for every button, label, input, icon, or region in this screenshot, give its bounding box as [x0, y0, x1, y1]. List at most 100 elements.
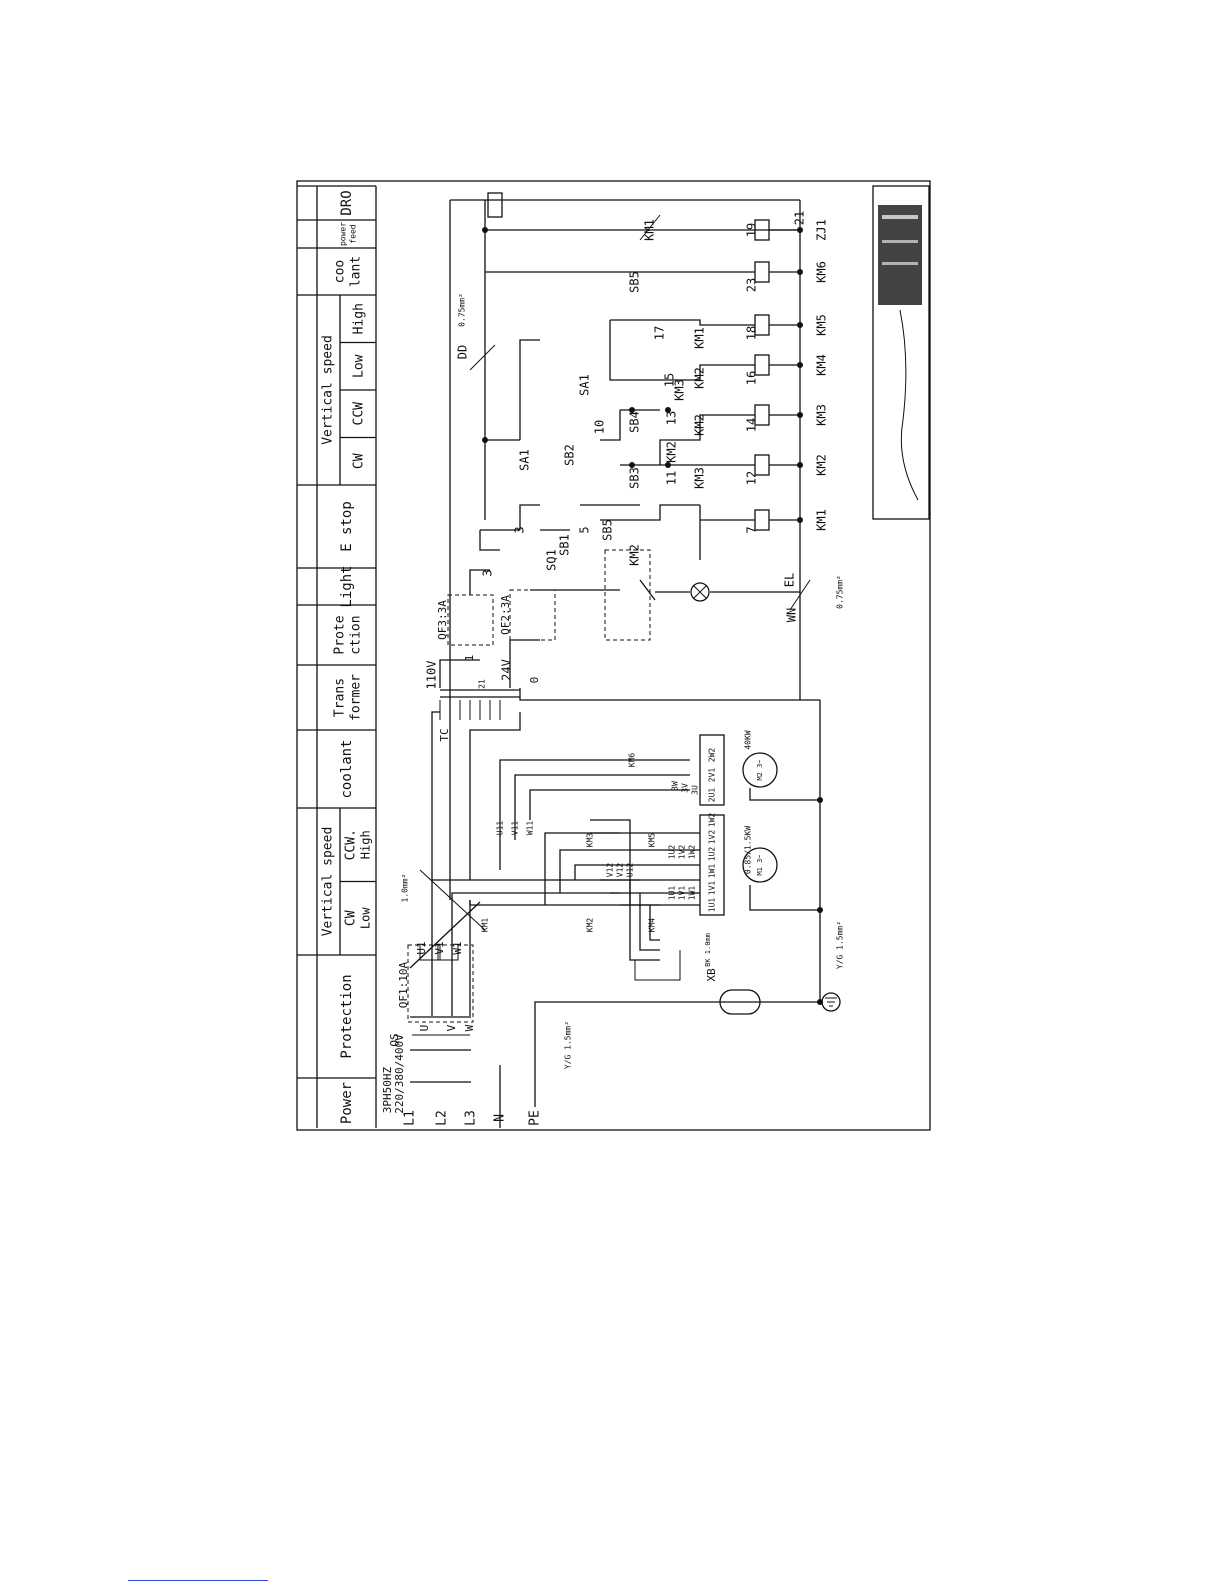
terminal-label: 3W	[671, 781, 680, 791]
control-label: 11	[665, 471, 679, 485]
motor1-contactor-label: KM1	[481, 918, 490, 933]
main-breaker-label: QF1:10A	[397, 961, 410, 1008]
supply-section	[410, 1001, 820, 1128]
coil-label: KM4	[815, 354, 829, 376]
control-label: 18	[745, 326, 759, 340]
thermal-relay-label: BK 1.0mm	[704, 933, 712, 967]
control-label: SB4	[628, 411, 642, 433]
motor1-rating: 0.85/1.5KW	[744, 826, 753, 874]
breaker-output-label: V1	[433, 941, 446, 954]
motor1-contactor-label: KM5	[648, 833, 657, 848]
control-label: 10	[593, 420, 607, 434]
control-label: KM2	[665, 441, 679, 463]
motor2-label: M2 3~	[756, 759, 764, 780]
supply-line-label: L1	[403, 1110, 418, 1126]
control-label: SB3	[628, 467, 642, 489]
control-label: SB1	[558, 534, 572, 556]
header-sub-label: CW	[352, 453, 367, 469]
bus-label: U12	[626, 863, 635, 878]
wire-spec: 1.0mm²	[401, 874, 410, 903]
coil-label: KM2	[815, 454, 829, 476]
motor2-contactor-label: KM6	[628, 753, 637, 768]
header-section-label: E stop	[339, 501, 355, 552]
supply-line-label: N	[493, 1114, 508, 1122]
control-label: 19	[745, 223, 759, 237]
control-label: 23	[745, 278, 759, 292]
control-label: 5	[578, 526, 592, 533]
bus-label: U11	[496, 821, 505, 836]
control-breaker-label: QF3:3A	[436, 600, 449, 640]
terminal-label: 1V2	[678, 845, 687, 860]
supply-spec: 3PH50HZ	[381, 1066, 394, 1113]
bus-label: V12	[606, 863, 615, 878]
terminal-box-label: 1W1	[708, 864, 717, 879]
coil-label: ZJ1	[815, 219, 829, 241]
header-section-label: Light	[339, 565, 355, 607]
power-bus	[419, 869, 660, 931]
control-label: 21	[793, 211, 807, 225]
header-section-label: Vertical speed	[321, 827, 336, 937]
coil-label: KM3	[815, 404, 829, 426]
wire-spec: Y/G 1.5mm²	[836, 921, 845, 969]
control-label: 13	[665, 411, 679, 425]
header-section-label: lant	[349, 256, 364, 287]
control-label: SB2	[563, 444, 577, 466]
header-sub-label: High	[352, 303, 367, 334]
wire-spec: 0.75mm²	[836, 575, 845, 609]
motor1-contactor-label: KM4	[648, 918, 657, 933]
transformer-label: TC	[438, 728, 451, 741]
header-section-label: power	[339, 222, 348, 246]
earth-terminal	[719, 989, 841, 1015]
transformer-voltage: 24V	[500, 659, 514, 681]
terminal-box-label: 1V1	[708, 881, 717, 896]
terminal-label: 1W1	[688, 886, 697, 901]
header-section-label: feed	[349, 224, 358, 243]
header-section-label: Vertical speed	[321, 335, 336, 445]
header-section-label: Trans	[333, 678, 348, 717]
coil-label: KM5	[815, 314, 829, 336]
header-section-label: coo	[333, 260, 348, 283]
coil-label: KM6	[815, 261, 829, 283]
transformer-node: 1	[463, 655, 476, 662]
control-label: 3	[481, 569, 495, 576]
wire-spec: 0.75mm²	[458, 293, 467, 327]
header-section-label: DRO	[339, 190, 355, 215]
bus-label: V12	[616, 863, 625, 878]
supply-switch-label: QS	[388, 1033, 401, 1046]
header-sub-label: High	[359, 830, 373, 859]
control-label: 3	[513, 526, 527, 533]
control-label: 12	[745, 471, 759, 485]
header-sub-label: CW	[344, 910, 359, 926]
motor1-label: M1 3~	[756, 854, 764, 875]
supply-line-label: L3	[464, 1110, 479, 1126]
supply-phase-label: U	[418, 1025, 431, 1032]
header-sub-label: Low	[352, 354, 367, 378]
header-section-label: Protection	[339, 974, 355, 1058]
control-label: EL	[783, 573, 797, 587]
control-label: SA1	[518, 449, 532, 471]
control-label: 15	[663, 373, 677, 387]
control-label: KM2	[693, 414, 707, 436]
control-label: KM1	[643, 219, 657, 241]
control-label: SB5	[628, 271, 642, 293]
control-label: 16	[745, 371, 759, 385]
terminal-box-label: 1W2	[708, 813, 717, 828]
control-breakers	[447, 569, 600, 646]
control-label: 7	[745, 526, 759, 533]
control-label: SQ1	[545, 549, 559, 571]
motor2-coolant	[699, 700, 823, 1005]
terminal-box-label: 1U2	[708, 847, 717, 862]
supply-line-label: PE	[528, 1110, 543, 1126]
supply-phase-label: V	[445, 1024, 458, 1031]
terminal-label: 1U2	[668, 845, 677, 860]
bus-label: W11	[526, 821, 535, 836]
terminal-box-label: 2W2	[708, 748, 717, 763]
terminal-box-label: 1V2	[708, 830, 717, 845]
terminal-box-label: 2U1	[708, 788, 717, 803]
light-breaker-label: QF2:3A	[499, 595, 512, 635]
control-label: WN	[785, 608, 799, 622]
header-sub-label: Low	[359, 907, 373, 929]
